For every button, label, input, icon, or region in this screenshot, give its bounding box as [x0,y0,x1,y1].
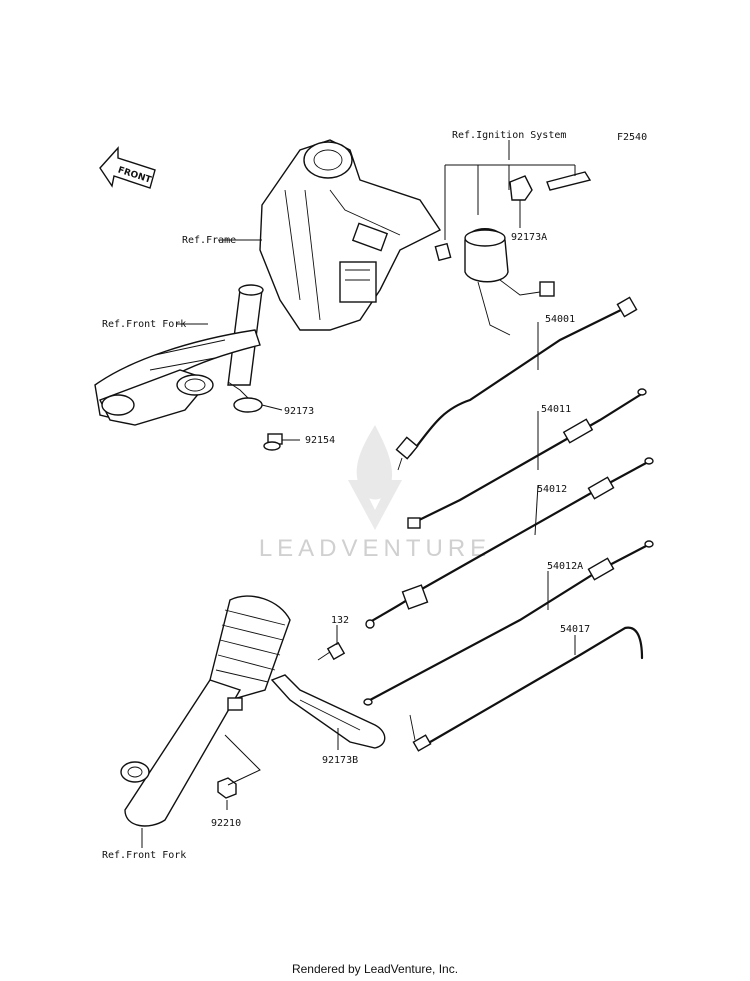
part-92154-label: 92154 [305,435,335,446]
part-54001-label: 54001 [545,314,575,325]
part-54017-label: 54017 [560,624,590,635]
part-54011-label: 54011 [541,404,571,415]
lower-fork-drawing [120,595,291,827]
ref-frame-label: Ref.Frame [182,235,236,246]
part-54012A-label: 54012A [547,561,583,572]
cable-54012A-drawing [363,540,654,706]
cable-54001-drawing [395,296,638,471]
part-54012-label: 54012 [537,484,567,495]
ref-front-fork-top-label: Ref.Front Fork [102,319,186,330]
ref-ignition-system-label: Ref.Ignition System [452,130,566,141]
part-92173-label: 92173 [284,406,314,417]
cable-54011-drawing [407,388,647,529]
footer-credit: Rendered by LeadVenture, Inc. [291,962,459,976]
bracket-92173B-drawing [270,674,386,749]
part-132-label: 132 [331,615,349,626]
cable-54017-drawing [409,626,644,752]
watermark-text: LEADVENTURE [259,535,491,562]
ignition-switch-drawing [434,171,592,336]
bolt-132-drawing [317,641,346,661]
bolt-92154-drawing [263,433,283,451]
front-arrow-icon: FRONT [99,146,156,189]
cable-54012-drawing [365,457,654,629]
figure-code: F2540 [617,132,647,143]
clamp-92173-drawing [233,397,263,413]
front-fork-clamp-drawing [94,284,264,426]
frame-drawing [259,139,442,331]
nut-92210-drawing [217,777,237,799]
ref-front-fork-bottom-label: Ref.Front Fork [102,850,186,861]
part-92173B-label: 92173B [322,755,358,766]
part-92173A-label: 92173A [511,232,547,243]
watermark-logo [348,425,402,530]
part-92210-label: 92210 [211,818,241,829]
